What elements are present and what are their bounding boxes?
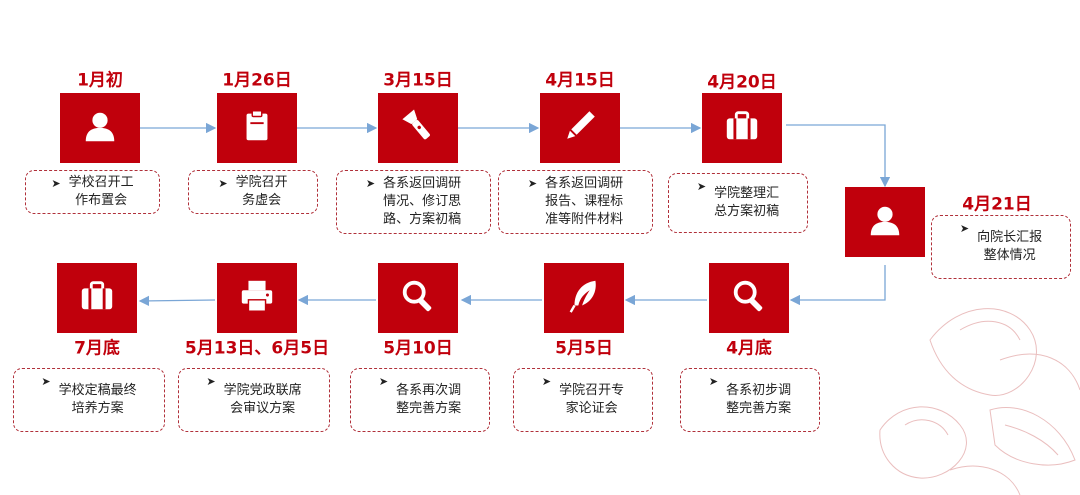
step-icon-tile [217,263,297,333]
user-icon [866,201,904,243]
step-date: 4月20日 [707,72,777,93]
note-text: 学院召开专家论证会 [559,382,624,418]
step-icon-tile [544,263,624,333]
bullet-arrow-icon: ➤ [218,177,228,190]
note-line: 向院长汇报 [977,230,1043,245]
note-text: 学校召开工作布置会 [69,174,134,210]
step-date: 3月15日 [383,70,453,91]
bullet-arrow-icon: ➤ [696,180,707,193]
bullet-arrow-icon: ➤ [708,375,719,388]
note-line: 会审议方案 [230,401,296,416]
briefcase-icon [78,277,116,319]
connector-arrow [789,265,886,306]
step-note: ➤ 学校定稿最终培养方案 [13,368,165,432]
note-line: 整体情况 [983,248,1036,263]
bullet-arrow-icon: ➤ [41,375,51,388]
step-date: 5月10日 [383,338,453,359]
note-line: 准等附件材料 [545,212,624,227]
note-line: 路、方案初稿 [383,212,462,227]
step-icon-tile [378,263,458,333]
note-line: 报告、课程标 [545,194,624,209]
step-note: ➤ 向院长汇报整体情况 [931,215,1071,279]
note-line: 整完善方案 [396,401,462,416]
step-note: ➤ 各系初步调整完善方案 [680,368,820,432]
note-line: 作布置会 [75,193,128,208]
step-date: 4月15日 [545,70,615,91]
note-line: 学院召开专 [559,383,625,398]
note-line: 务虚会 [242,193,282,208]
note-line: 学院党政联席 [223,383,302,398]
step-date: 7月底 [74,338,120,359]
user-icon [81,107,119,149]
step-icon-tile [57,263,137,333]
step-date: 1月初 [77,70,123,91]
note-text: 学校定稿最终培养方案 [59,382,137,418]
note-line: 学校定稿最终 [58,383,137,398]
note-text: 各系初步调整完善方案 [726,382,791,418]
step-note: ➤ 各系返回调研报告、课程标准等附件材料 [498,170,653,234]
note-text: 各系返回调研报告、课程标准等附件材料 [545,175,623,229]
note-line: 家论证会 [565,401,618,416]
note-line: 各系初步调 [726,383,792,398]
connector-arrow [786,124,891,188]
step-icon-tile [378,93,458,163]
step-date: 1月26日 [222,70,292,91]
step-date: 5月13日、6月5日 [184,338,330,359]
bullet-arrow-icon: ➤ [541,375,552,388]
note-line: 总方案初稿 [714,204,780,219]
note-line: 整完善方案 [726,401,792,416]
step-note: ➤ 各系返回调研情况、修订思路、方案初稿 [336,170,491,234]
step-date: 5月5日 [555,338,613,359]
feather-icon [565,277,603,319]
note-line: 各系返回调研 [383,176,462,191]
step-note: ➤ 各系再次调整完善方案 [350,368,490,432]
step-note: ➤ 学院党政联席会审议方案 [178,368,330,432]
step-icon-tile [709,263,789,333]
bullet-arrow-icon: ➤ [206,375,216,388]
clipboard-icon [238,107,276,149]
note-line: 培养方案 [71,401,124,416]
bullet-arrow-icon: ➤ [51,177,61,190]
step-icon-tile [540,93,620,163]
step-date: 4月21日 [962,194,1032,215]
note-line: 情况、修订思 [383,194,462,209]
step-icon-tile [217,93,297,163]
step-note: ➤ 学校召开工作布置会 [25,170,160,214]
briefcase-icon [723,107,761,149]
note-line: 各系再次调 [396,383,462,398]
step-icon-tile [845,187,925,257]
connector-arrow [138,295,216,307]
note-line: 各系返回调研 [545,176,624,191]
note-text: 学院整理汇总方案初稿 [714,185,779,221]
step-date: 4月底 [726,338,772,359]
note-line: 学校召开工 [68,175,134,190]
step-note: ➤ 学院整理汇总方案初稿 [668,173,808,233]
note-text: 各系再次调整完善方案 [396,382,461,418]
note-line: 学院整理汇 [714,186,780,201]
bullet-arrow-icon: ➤ [959,222,970,235]
step-note: ➤ 学院召开务虚会 [188,170,318,214]
note-line: 学院召开 [235,175,288,190]
step-icon-tile [60,93,140,163]
printer-icon [238,277,276,319]
note-text: 向院长汇报整体情况 [977,229,1042,265]
note-text: 学院党政联席会审议方案 [224,382,302,418]
flashlight-icon [399,107,437,149]
bullet-arrow-icon: ➤ [378,375,389,388]
bullet-arrow-icon: ➤ [365,177,376,190]
note-text: 学院召开务虚会 [236,174,288,210]
step-note: ➤ 学院召开专家论证会 [513,368,653,432]
note-text: 各系返回调研情况、修订思路、方案初稿 [383,175,461,229]
step-icon-tile [702,93,782,163]
search-icon [730,277,768,319]
bullet-arrow-icon: ➤ [527,177,538,190]
pencil-icon [561,107,599,149]
search-icon [399,277,437,319]
